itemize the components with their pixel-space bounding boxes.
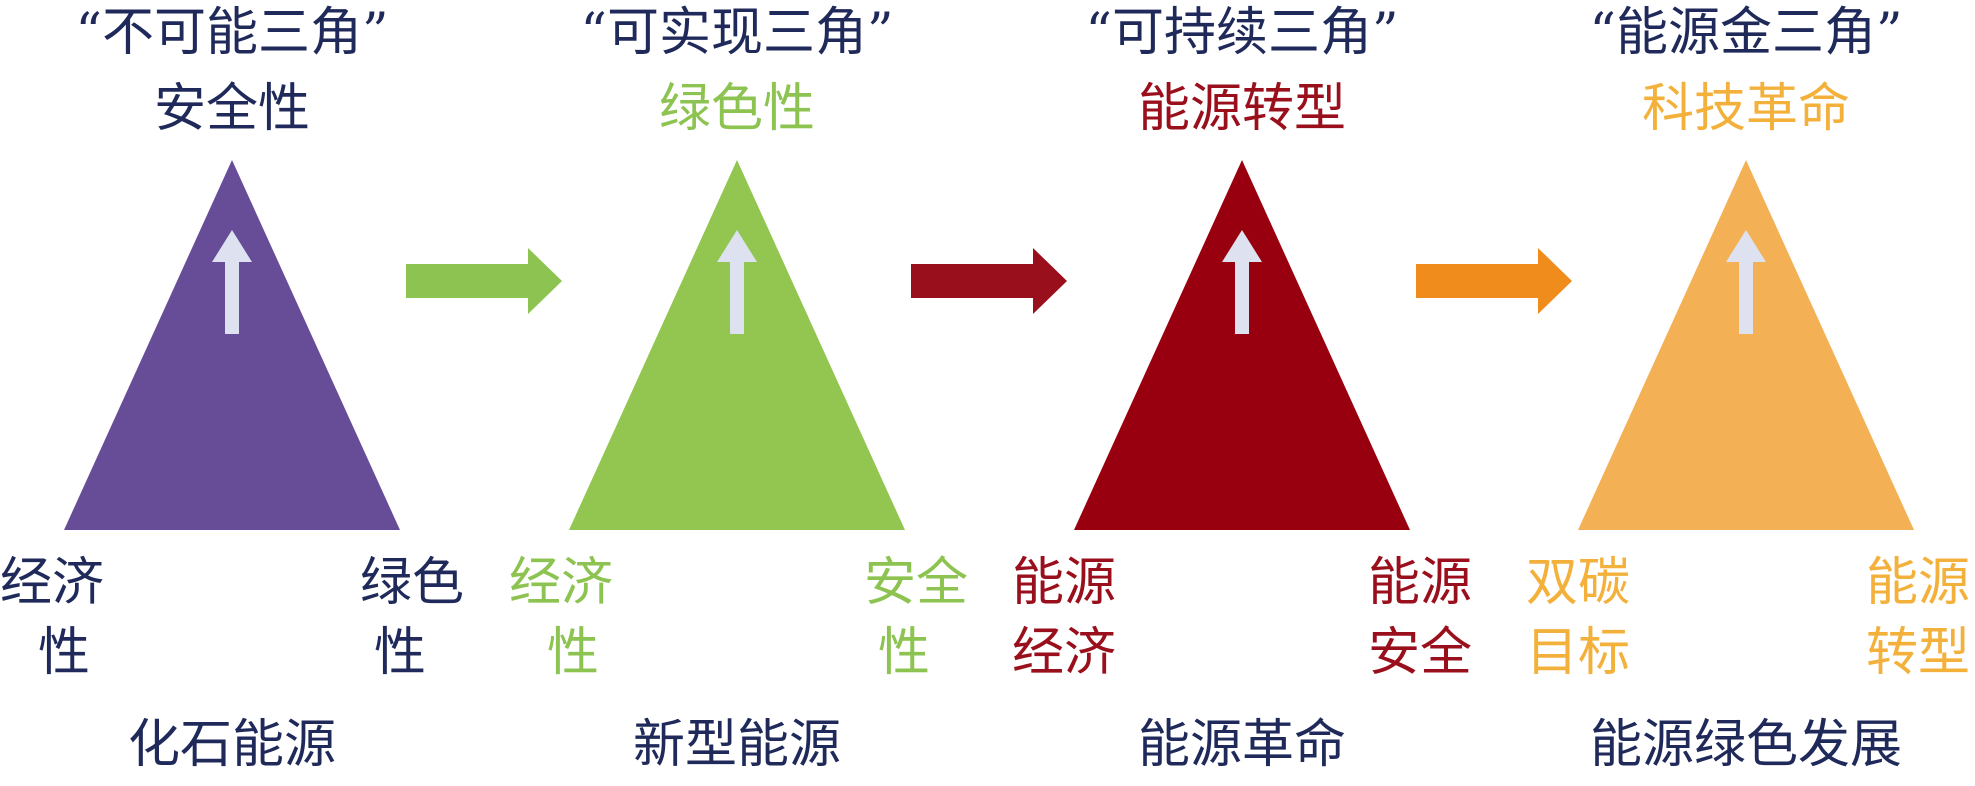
panel-new-energy: “可实现三角” 绿色性 经济 性 安全 性 新型能源 xyxy=(509,3,968,775)
up-arrow-icon xyxy=(1222,230,1262,334)
panel-heading: “不可能三角” xyxy=(75,3,388,63)
right-vertex-label-line2: 性 xyxy=(374,623,426,683)
panel-heading: “可持续三角” xyxy=(1085,3,1398,63)
panel-energy-revolution: “可持续三角” 能源转型 能源 经济 能源 安全 能源革命 xyxy=(1012,3,1472,775)
panel-caption: 能源绿色发展 xyxy=(1590,715,1902,775)
left-vertex-label-line1: 经济 xyxy=(0,553,104,613)
panel-caption: 新型能源 xyxy=(633,715,841,775)
right-vertex-label-line2: 安全 xyxy=(1368,623,1472,683)
panel-fossil: “不可能三角” 安全性 经济 性 绿色 性 化石能源 xyxy=(0,3,464,775)
up-arrow-icon xyxy=(212,230,252,334)
panel-caption: 化石能源 xyxy=(128,715,336,775)
triangle xyxy=(569,160,905,530)
left-vertex-label-line2: 性 xyxy=(547,623,599,683)
right-vertex-label-line1: 绿色 xyxy=(360,553,464,613)
left-vertex-label-line2: 目标 xyxy=(1526,623,1630,683)
top-vertex-label: 绿色性 xyxy=(659,79,815,139)
up-arrow-icon xyxy=(1726,230,1766,334)
right-vertex-label-line1: 能源 xyxy=(1368,553,1472,613)
triangle xyxy=(64,160,400,530)
left-vertex-label-line1: 能源 xyxy=(1012,553,1116,613)
panel-heading: “可实现三角” xyxy=(580,3,893,63)
panel-heading: “能源金三角” xyxy=(1589,3,1902,63)
panel-green-development: “能源金三角” 科技革命 双碳 目标 能源 转型 能源绿色发展 xyxy=(1526,3,1970,775)
left-vertex-label-line2: 性 xyxy=(38,623,90,683)
top-vertex-label: 能源转型 xyxy=(1138,79,1346,139)
right-arrow-icon xyxy=(911,248,1067,314)
up-arrow-icon xyxy=(717,230,757,334)
right-vertex-label-line1: 能源 xyxy=(1866,553,1970,613)
left-vertex-label-line1: 双碳 xyxy=(1526,553,1630,613)
left-vertex-label-line2: 经济 xyxy=(1012,623,1116,683)
right-arrow-icon xyxy=(1416,248,1572,314)
triangle xyxy=(1074,160,1410,530)
panel-caption: 能源革命 xyxy=(1138,715,1346,775)
right-vertex-label-line2: 性 xyxy=(878,623,930,683)
right-vertex-label-line2: 转型 xyxy=(1866,623,1970,683)
right-arrow-icon xyxy=(406,248,562,314)
top-vertex-label: 安全性 xyxy=(154,79,310,139)
top-vertex-label: 科技革命 xyxy=(1642,79,1850,139)
triangle xyxy=(1578,160,1914,530)
right-vertex-label-line1: 安全 xyxy=(864,553,968,613)
left-vertex-label-line1: 经济 xyxy=(509,553,613,613)
